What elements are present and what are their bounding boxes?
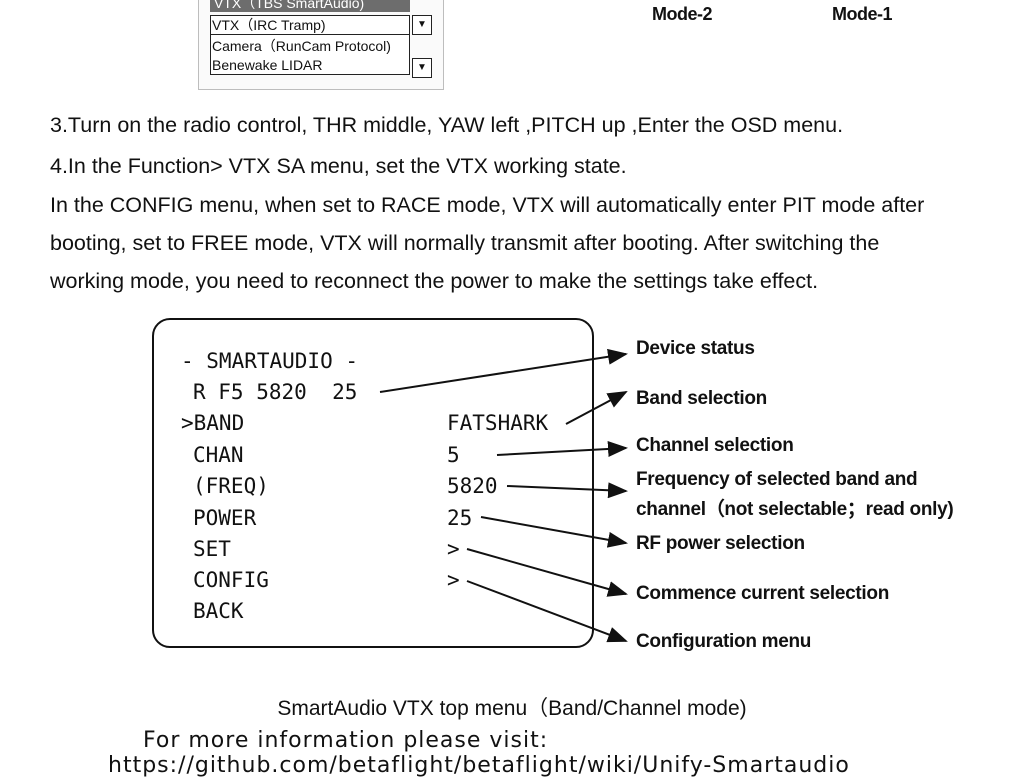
callout-commence: Commence current selection — [636, 583, 890, 604]
osd-value-band: FATSHARK — [447, 411, 549, 435]
arrow-commence — [466, 548, 628, 597]
callout-frequency-line-1: Frequency of selected band and — [636, 469, 918, 490]
peripheral-select[interactable] — [210, 15, 410, 35]
config-text-line-3: working mode, you need to reconnect the … — [50, 269, 819, 293]
osd-value-power: 25 — [447, 506, 473, 530]
callout-band-selection: Band selection — [636, 388, 767, 409]
config-text-line-2: booting, set to FREE mode, VTX will norm… — [50, 231, 880, 255]
step-4-text: 4.In the Function> VTX SA menu, set the … — [50, 154, 627, 178]
dropdown-option[interactable]: Camera（RunCam Protocol) — [212, 38, 391, 54]
osd-value-chan: 5 — [447, 443, 460, 467]
osd-item-freq: (FREQ) — [193, 474, 269, 498]
arrow-rf-power — [480, 516, 628, 548]
osd-header: - SMARTAUDIO - — [181, 349, 359, 373]
osd-value-freq: 5820 — [447, 474, 498, 498]
callout-config-menu: Configuration menu — [636, 631, 812, 652]
arrow-device-status — [379, 348, 628, 393]
footer-info-text: For more information please visit: — [143, 728, 549, 753]
chevron-down-icon[interactable]: ▼ — [412, 58, 432, 78]
dropdown-option[interactable]: VTX（IRC Tramp) — [212, 17, 326, 33]
osd-item-back[interactable]: BACK — [193, 599, 244, 623]
dropdown-option-selected[interactable]: VTX（TBS SmartAudio) — [210, 0, 410, 12]
osd-menu-box — [152, 318, 594, 648]
arrow-band-selection — [565, 391, 628, 425]
callout-device-status: Device status — [636, 338, 755, 359]
osd-status-line: R F5 5820 25 — [193, 380, 358, 404]
dropdown-option[interactable]: Benewake LIDAR — [212, 57, 323, 73]
osd-item-band[interactable]: >BAND — [181, 411, 245, 435]
step-3-text: 3.Turn on the radio control, THR middle,… — [50, 113, 844, 137]
arrow-channel-selection — [496, 440, 628, 457]
callout-frequency-line-2: channel（not selectable；read only) — [636, 499, 954, 520]
chevron-down-icon[interactable]: ▼ — [412, 15, 432, 35]
osd-item-power[interactable]: POWER — [193, 506, 257, 530]
osd-item-chan[interactable]: CHAN — [193, 443, 244, 467]
config-text-line-1: In the CONFIG menu, when set to RACE mod… — [50, 193, 925, 217]
arrow-config-menu — [466, 580, 628, 643]
dropdown-list — [210, 35, 410, 75]
footer-url-link[interactable]: https://github.com/betaflight/betaflight… — [108, 753, 850, 778]
callout-channel-selection: Channel selection — [636, 435, 794, 456]
mode-2-label: Mode-2 — [652, 4, 713, 24]
callout-rf-power: RF power selection — [636, 533, 805, 554]
osd-value-set: > — [447, 537, 460, 561]
arrow-frequency — [506, 482, 628, 499]
figure-caption: SmartAudio VTX top menu（Band/Channel mod… — [277, 697, 747, 720]
osd-item-config[interactable]: CONFIG — [193, 568, 269, 592]
mode-1-label: Mode-1 — [832, 4, 893, 24]
osd-value-config: > — [447, 568, 460, 592]
osd-item-set[interactable]: SET — [193, 537, 231, 561]
